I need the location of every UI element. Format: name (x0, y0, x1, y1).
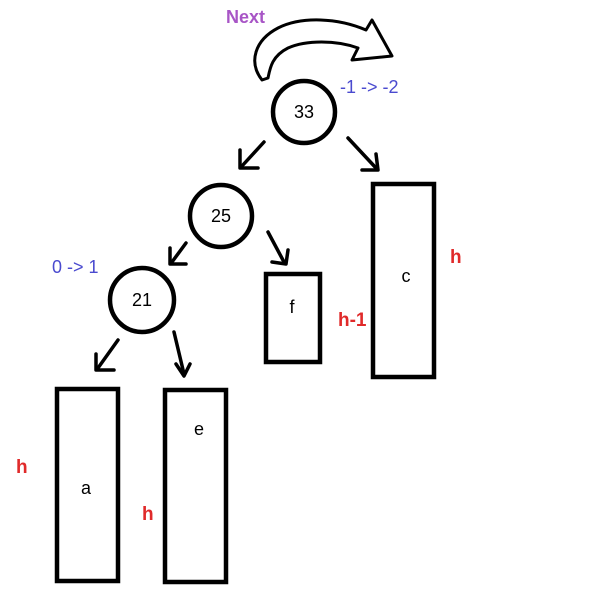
rotate-arrow-icon (253, 18, 394, 82)
subtree-f-height: h-1 (338, 310, 367, 331)
subtree-f: f (263, 271, 323, 365)
node-21-value: 21 (132, 290, 152, 310)
subtree-a: a (54, 386, 121, 584)
subtree-c-height: h (450, 247, 462, 268)
node-33: 33 (270, 78, 338, 146)
subtree-e-height: h (142, 504, 154, 525)
subtree-e: e (162, 387, 229, 585)
edge-33-c (346, 136, 380, 172)
edge-21-e (172, 330, 192, 378)
node-21-balance-change: 0 -> 1 (52, 257, 99, 277)
subtree-c-label: c (402, 266, 411, 286)
node-21: 21 (107, 265, 177, 335)
edge-25-f (266, 230, 290, 266)
node-33-value: 33 (294, 102, 314, 122)
subtree-c: c (370, 181, 437, 380)
node-25: 25 (187, 182, 255, 250)
node-33-balance-change: -1 -> -2 (340, 77, 399, 97)
subtree-a-label: a (81, 478, 92, 498)
edge-21-a (94, 338, 120, 372)
subtree-a-height: h (16, 457, 28, 478)
edge-33-25 (238, 140, 266, 170)
subtree-e-label: e (194, 419, 204, 439)
subtree-f-label: f (289, 297, 295, 317)
node-25-value: 25 (211, 206, 231, 226)
edge-25-21 (168, 241, 188, 266)
next-label: Next (226, 7, 265, 27)
